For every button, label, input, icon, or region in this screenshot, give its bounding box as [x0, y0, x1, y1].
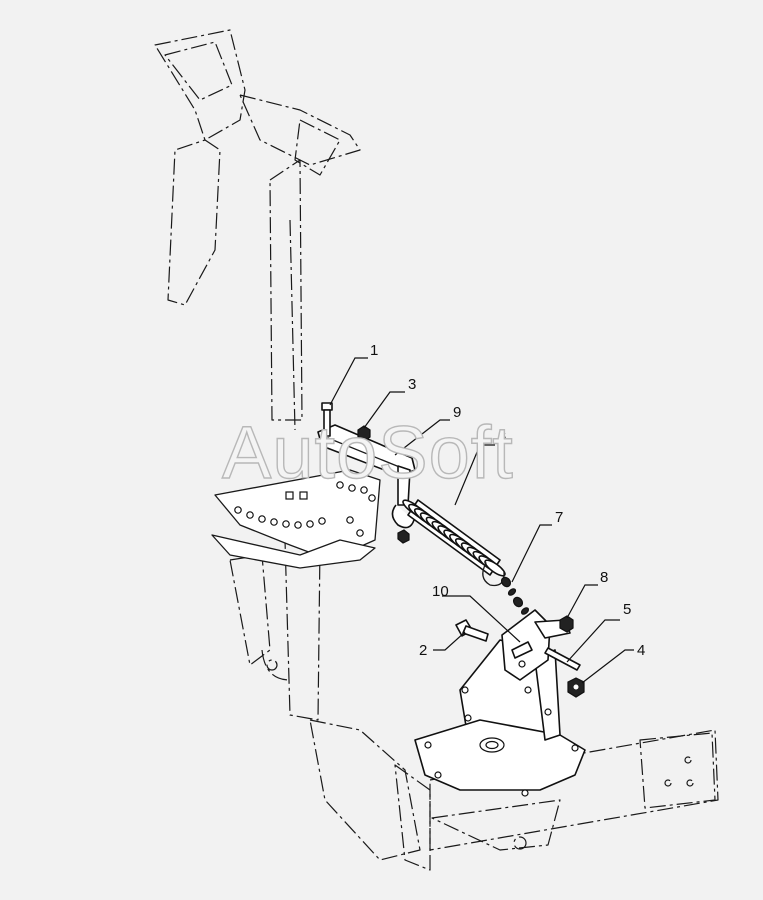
watermark-text: AutoSoft — [222, 411, 514, 494]
leader-lines — [329, 357, 634, 684]
part-4-nut — [567, 677, 585, 698]
chain-link — [507, 588, 517, 596]
callout-1: 1 — [370, 342, 378, 359]
mounting-bracket — [414, 639, 586, 797]
spring-eye — [391, 504, 415, 544]
part-1-bolt — [321, 402, 333, 437]
callout-7: 7 — [555, 509, 563, 526]
chain-link — [500, 576, 512, 588]
callout-3: 3 — [408, 376, 416, 393]
callout-4: 4 — [637, 642, 645, 659]
part-6-tension-spring — [402, 499, 506, 587]
part-8-nut — [559, 615, 574, 633]
callout-6: 6 — [498, 429, 506, 446]
part-2-bolt — [455, 619, 489, 642]
drawbar-plate — [211, 469, 381, 569]
spring-coil — [484, 559, 506, 577]
callout-9: 9 — [453, 404, 461, 421]
chain-link — [512, 596, 524, 608]
callout-5: 5 — [623, 601, 631, 618]
adjustment-holes — [234, 481, 376, 537]
callout-2: 2 — [419, 642, 427, 659]
callout-labels: 1 3 9 6 7 8 10 5 2 4 — [370, 342, 645, 659]
callout-8: 8 — [600, 569, 608, 586]
chain-link — [520, 607, 530, 615]
part-9-link-arm — [317, 424, 416, 506]
part-3-nut — [357, 425, 371, 442]
callout-10: 10 — [432, 583, 449, 600]
